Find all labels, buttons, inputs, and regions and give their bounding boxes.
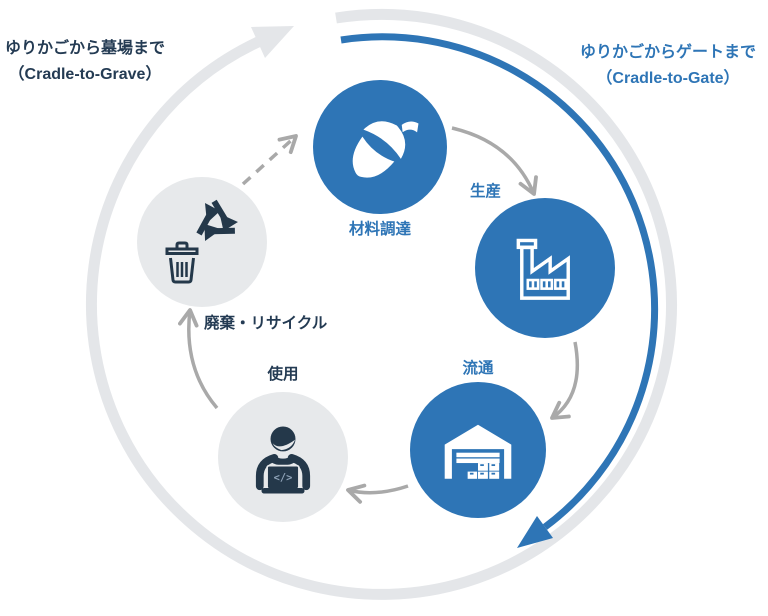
stage-label-disposal: 廃棄・リサイクル	[204, 315, 328, 332]
stage-label-materials: 材料調達	[348, 221, 411, 238]
stage-circle-use: </>	[218, 392, 348, 522]
outer-cycle-ring	[85, 8, 677, 600]
stage-circle-disposal	[137, 177, 267, 307]
cradle-to-grave-line1: ゆりかごから墓場まで	[4, 40, 165, 57]
cradle-to-gate-arrowhead	[517, 516, 553, 548]
stage-label-production: 生産	[470, 183, 502, 200]
factory-icon	[516, 238, 570, 300]
cradle-to-gate-header: ゆりかごからゲートまで （Cradle-to-Gate）	[568, 40, 768, 92]
cradle-to-gate-line1: ゆりかごからゲートまで	[579, 44, 756, 61]
stage-label-use: 使用	[267, 366, 299, 383]
recycle-trash-icon	[165, 199, 238, 284]
acorn-icon	[352, 121, 419, 178]
arrow-distribution-to-use	[346, 483, 409, 504]
recycle-symbol	[196, 199, 238, 242]
trash-can	[165, 241, 199, 284]
warehouse-icon	[444, 424, 512, 479]
cradle-to-grave-line2: （Cradle-to-Grave）	[8, 66, 162, 83]
arrow-disposal-to-materials-dashed	[241, 134, 298, 186]
cradle-to-grave-header: ゆりかごから墓場まで （Cradle-to-Grave）	[0, 36, 170, 88]
arrow-production-to-distribution	[550, 341, 580, 420]
cradle-to-gate-line2: （Cradle-to-Gate）	[596, 70, 740, 87]
outer-cycle-ring-arrowhead	[251, 26, 294, 58]
cradle-to-gate-arc	[340, 33, 659, 530]
arrow-use-to-disposal	[177, 308, 219, 410]
stage-circle-distribution	[410, 382, 546, 518]
stage-circle-materials	[313, 80, 447, 214]
person-laptop-icon: </>	[255, 426, 311, 494]
stage-label-distribution: 流通	[462, 360, 494, 377]
laptop-code-text: </>	[274, 472, 293, 484]
stage-circle-production	[475, 198, 615, 338]
arrow-materials-to-production	[451, 126, 538, 196]
